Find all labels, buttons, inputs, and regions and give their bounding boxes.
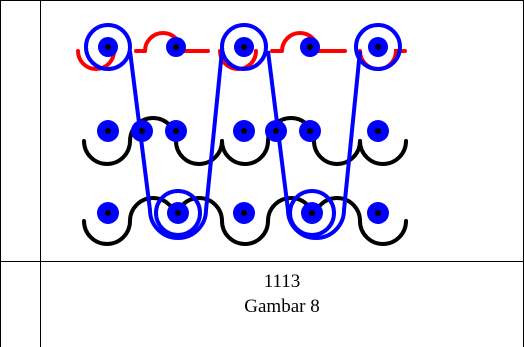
needle-center (375, 44, 381, 50)
ring-top-5 (354, 23, 402, 71)
thread-1 (128, 50, 224, 240)
needle-center (241, 128, 247, 134)
bot-loop-4 (220, 219, 270, 246)
needle-center (173, 44, 179, 50)
mid-loop-6 (312, 139, 362, 166)
ring-bot-5 (288, 189, 336, 237)
table-row-divider (0, 261, 524, 262)
needle-center (139, 128, 145, 134)
rings (84, 23, 402, 237)
figure-number: 1113 (263, 271, 301, 292)
mid-loop-4 (220, 139, 270, 166)
needle-center (173, 128, 179, 134)
ring-bot-3 (154, 189, 202, 237)
bot-loop-7 (358, 219, 408, 246)
top-loop-1 (76, 49, 116, 71)
needle-center (241, 210, 247, 216)
mid-loop-1 (82, 139, 132, 166)
needle-center (241, 44, 247, 50)
needle-center (307, 44, 313, 50)
needle-dots (97, 37, 389, 224)
needle-centers (105, 44, 381, 216)
figure-caption: Gambar 8 (244, 296, 320, 317)
needle-center (105, 210, 111, 216)
needle-center (309, 210, 315, 216)
stitch-diagram (76, 23, 408, 246)
needle-center (175, 210, 181, 216)
needle-center (105, 44, 111, 50)
table-border-left (0, 0, 1, 347)
ring-top-1 (84, 23, 132, 71)
bot-loop-1 (82, 219, 132, 246)
needle-center (105, 128, 111, 134)
needle-center (375, 128, 381, 134)
needle-center (273, 128, 279, 134)
needle-center (307, 128, 313, 134)
ring-top-3 (220, 23, 268, 71)
table-column-divider (40, 0, 41, 347)
mid-loop-7 (358, 139, 408, 166)
needle-center (375, 210, 381, 216)
mid-loop-3 (174, 139, 224, 166)
table-border-top (0, 0, 524, 1)
